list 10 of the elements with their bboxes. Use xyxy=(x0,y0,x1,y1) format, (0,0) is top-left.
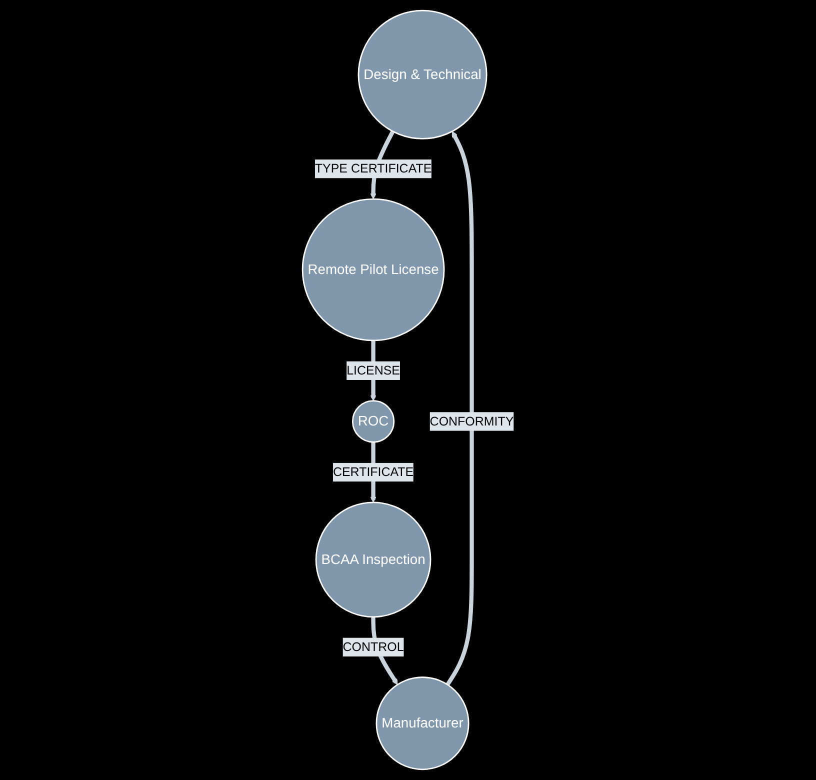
circle-node: ROC xyxy=(352,400,394,443)
edge-label: CERTIFICATE xyxy=(332,462,414,482)
edge-label: LICENSE xyxy=(346,361,400,380)
edge-label: CONTROL xyxy=(342,638,404,656)
circle-node: Manufacturer xyxy=(376,676,470,770)
circle-node: BCAA Inspection xyxy=(315,502,432,618)
circle-node: Design & Technical xyxy=(358,10,488,140)
circle-node: Remote Pilot License xyxy=(302,198,445,342)
edge-label: TYPE CERTIFICATE xyxy=(314,160,432,178)
edge-label: CONFORMITY xyxy=(430,412,514,431)
